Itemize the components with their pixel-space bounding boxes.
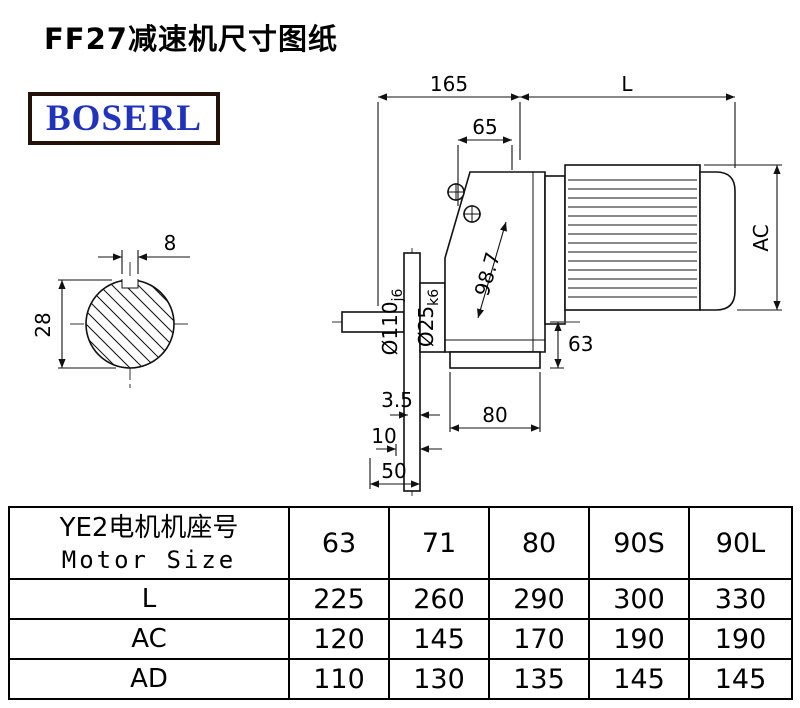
dim-foot-height: 63 <box>568 332 593 356</box>
cell: 190 <box>688 618 793 660</box>
motor-fins <box>568 179 697 298</box>
keyway-cut <box>122 276 138 288</box>
dimensions: 165 L 65 AC Ø110j6 Ø25k6 98.7 63 3.5 <box>369 72 782 489</box>
dim-top-width: 165 <box>430 72 468 96</box>
cell: 190 <box>588 618 690 660</box>
size-col: 80 <box>488 506 590 580</box>
cell: 225 <box>288 578 390 620</box>
cell: 135 <box>488 658 590 700</box>
dim-shaft-dia: Ø25k6 <box>414 289 442 347</box>
motor-size-table: YE2电机机座号 Motor Size 63 71 80 90S 90L L 2… <box>8 506 793 700</box>
header-cn: YE2电机机座号 <box>59 513 239 544</box>
cell: 145 <box>388 618 490 660</box>
cell: 110 <box>288 658 390 700</box>
page-title: FF27减速机尺寸图纸 <box>44 22 338 56</box>
gearmotor-side-view <box>341 164 736 492</box>
mounting-base <box>449 351 541 369</box>
cell: 260 <box>388 578 490 620</box>
motor-adapter <box>544 175 566 325</box>
table-row-AC: AC 120 145 170 190 190 <box>8 618 793 660</box>
size-col: 71 <box>388 506 490 580</box>
row-label: AD <box>8 658 290 700</box>
size-col: 90L <box>688 506 793 580</box>
cell: 145 <box>688 658 793 700</box>
size-col: 63 <box>288 506 390 580</box>
row-label: L <box>8 578 290 620</box>
cell: 130 <box>388 658 490 700</box>
dim-gap: 3.5 <box>381 388 413 412</box>
dim-base-width: 80 <box>482 403 507 427</box>
dim-flange-thickness: 10 <box>371 424 396 448</box>
size-table-wrap: YE2电机机座号 Motor Size 63 71 80 90S 90L L 2… <box>8 506 793 700</box>
cell: 145 <box>588 658 690 700</box>
cell: 120 <box>288 618 390 660</box>
table-header-row: YE2电机机座号 Motor Size 63 71 80 90S 90L <box>8 506 793 580</box>
table-row-AD: AD 110 130 135 145 145 <box>8 658 793 700</box>
shaft-section-view: 8 28 <box>31 231 190 369</box>
dim-shaft-length: 50 <box>381 459 406 483</box>
fan-cover <box>699 171 736 311</box>
brand-logo: BOSERL <box>28 92 221 145</box>
dimension-drawing: 8 28 <box>31 72 782 500</box>
keyway <box>121 279 139 289</box>
dim-flange-dia: Ø110j6 <box>378 289 406 356</box>
dim-motor-height: AC <box>749 224 773 251</box>
cell: 330 <box>688 578 793 620</box>
shaft-boss <box>419 282 446 353</box>
dim-motor-length: L <box>621 72 633 96</box>
size-col: 90S <box>588 506 690 580</box>
dim-key-width: 8 <box>164 231 177 255</box>
cell: 290 <box>488 578 590 620</box>
cell: 170 <box>488 618 590 660</box>
row-label: AC <box>8 618 290 660</box>
table-row-L: L 225 260 290 300 330 <box>8 578 793 620</box>
output-flange <box>403 252 421 492</box>
header-en: Motor Size <box>61 545 237 574</box>
dim-section-height: 28 <box>31 312 55 337</box>
cell: 300 <box>588 578 690 620</box>
dim-top-inner: 65 <box>472 115 497 139</box>
header-motor-size: YE2电机机座号 Motor Size <box>8 506 290 580</box>
